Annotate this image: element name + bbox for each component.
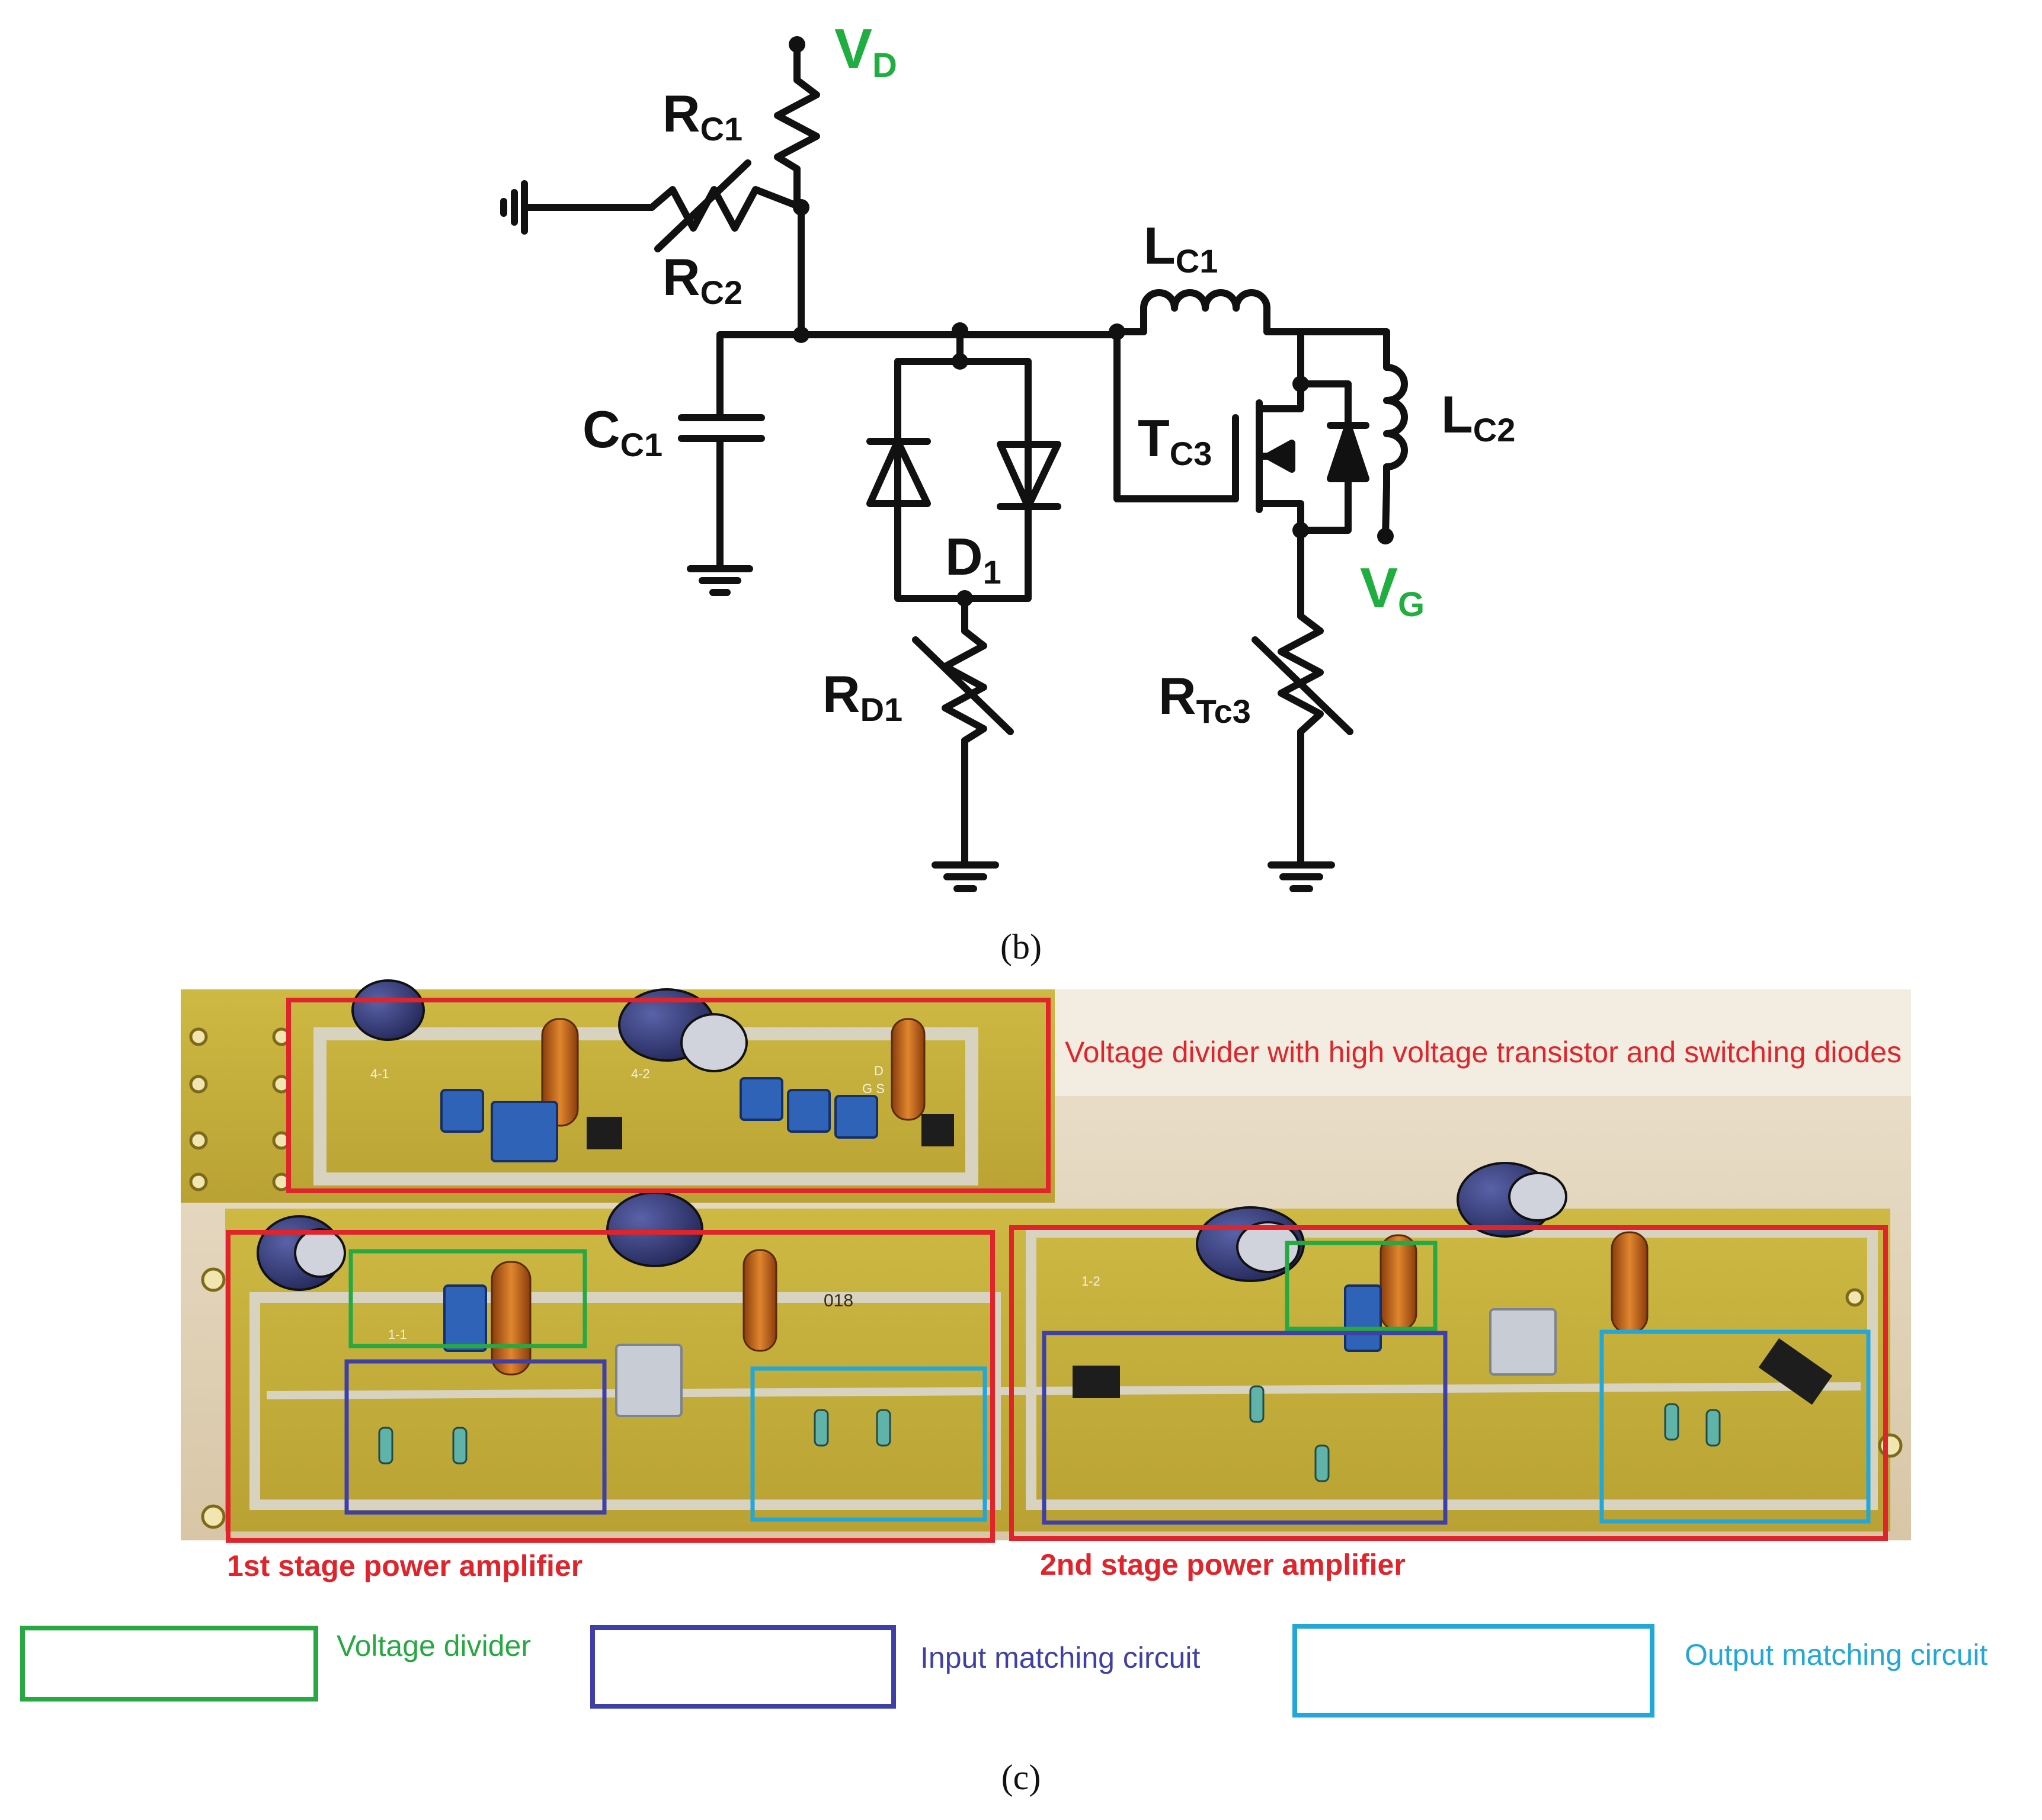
rtc3-variable-arrow: [1252, 636, 1353, 735]
lc1-inductor: [1140, 289, 1270, 312]
label-rc1: RC1: [662, 84, 742, 148]
label-vg: VG: [1360, 556, 1425, 624]
box-top-divider: [286, 998, 1051, 1193]
label-d1: D1: [945, 527, 1001, 591]
tc3-gate-loop: [1113, 328, 1239, 502]
legend: Voltage divider Input matching circuit O…: [20, 1624, 1987, 1718]
box-stage1-divider: [348, 1249, 587, 1348]
box-stage2: [1009, 1225, 1888, 1541]
lc1-wire-left: [1113, 305, 1147, 335]
annotation-backdrop: [1055, 989, 1911, 1096]
box-stage1-output: [750, 1366, 987, 1522]
d1-left-diode: [866, 438, 931, 507]
label-lc1: LC1: [1144, 216, 1218, 280]
box-stage2-output: [1599, 1329, 1871, 1524]
rc2-variable-arrow: [654, 159, 751, 252]
legend-swatch-input-matching: [590, 1625, 896, 1709]
silk-1-2: 1-2: [1081, 1274, 1100, 1289]
silk-gs: G S: [862, 1081, 885, 1096]
rtc3-resistor: [1278, 613, 1324, 735]
silk-d: D: [874, 1063, 884, 1078]
rc2-resistor: [648, 186, 805, 232]
schematic-labels: VD RC1 RC2 LC1 LC2 CC1 TC3 D1 VG RD1 RTc: [582, 17, 1515, 730]
body-diode: [1327, 422, 1369, 482]
d1-right-diode: [997, 441, 1061, 510]
silk-018: 018: [824, 1291, 853, 1310]
cc1-ground-symbol: [687, 565, 753, 596]
resistors: [378, 1385, 1721, 1482]
junction-bus-2: [952, 322, 968, 339]
caption-c: (c): [1001, 1758, 1041, 1797]
transistors: [587, 1114, 1833, 1405]
junction-bus-1: [793, 326, 809, 343]
annotation-stage2: 2nd stage power amplifier: [1040, 1548, 1406, 1581]
main-rf-line: [266, 1382, 1861, 1399]
main-board-trace-2: [1026, 1227, 1878, 1510]
rtc3-ground-symbol: [1268, 861, 1335, 892]
legend-label-output-matching: Output matching circuit: [1685, 1638, 1987, 1671]
rd1-ground-symbol: [932, 861, 999, 892]
label-cc1: CC1: [582, 400, 662, 463]
trimmer-potentiometers: [440, 1077, 1382, 1352]
label-vd: VD: [834, 17, 897, 85]
board-silkscreen: 4-1 4-2 1-1 1-2 D G S 018: [370, 1063, 1100, 1342]
label-tc3: TC3: [1138, 409, 1212, 472]
tc3-drain: [1256, 328, 1304, 412]
annotation-stage1: 1st stage power amplifier: [227, 1549, 582, 1582]
legend-swatch-voltage-divider: [20, 1626, 318, 1702]
rd1-resistor: [942, 627, 987, 744]
lc2-inductor: [1383, 364, 1408, 470]
label-lc2: LC2: [1441, 385, 1515, 448]
circuit-schematic: [500, 36, 1408, 892]
box-stage1: [226, 1230, 995, 1543]
label-rc2: RC2: [662, 248, 742, 311]
main-board-trace-1: [249, 1292, 1001, 1510]
pcb-photo: 4-1 4-2 1-1 1-2 D G S 018 Voltage divide…: [181, 979, 1911, 1582]
legend-label-voltage-divider: Voltage divider: [337, 1629, 531, 1662]
d1-box-left: [894, 358, 969, 602]
legend-label-input-matching: Input matching circuit: [920, 1641, 1201, 1674]
highlight-boxes: [226, 998, 1888, 1543]
box-stage2-divider: [1285, 1241, 1438, 1331]
box-stage2-input: [1042, 1331, 1448, 1525]
caption-b: (b): [1000, 927, 1042, 966]
vg-wire: [1382, 482, 1390, 540]
label-rtc3: RTc3: [1158, 667, 1251, 730]
electrolytic-capacitors: [257, 979, 1567, 1291]
rc1-resistor: [774, 76, 820, 211]
silk-4-2: 4-2: [631, 1066, 650, 1081]
inductors: [491, 1018, 1649, 1376]
legend-swatch-output-matching: [1292, 1624, 1654, 1718]
annotation-top-box: Voltage divider with high voltage transi…: [1065, 1036, 1902, 1069]
mounting-holes: [189, 1027, 1903, 1529]
d1-box-right: [956, 358, 1032, 602]
heatsinks: [615, 1308, 1557, 1417]
tc3-body-arrow: [1265, 440, 1295, 473]
lc1-wire-right: [1263, 305, 1304, 335]
silk-4-1: 4-1: [370, 1066, 389, 1081]
label-rd1: RD1: [822, 665, 902, 728]
silk-1-1: 1-1: [388, 1327, 407, 1342]
rd1-variable-arrow: [912, 636, 1014, 735]
box-stage1-input: [344, 1359, 607, 1515]
lc2-wire-top: [1297, 328, 1390, 371]
tc3-source: [1256, 500, 1304, 620]
